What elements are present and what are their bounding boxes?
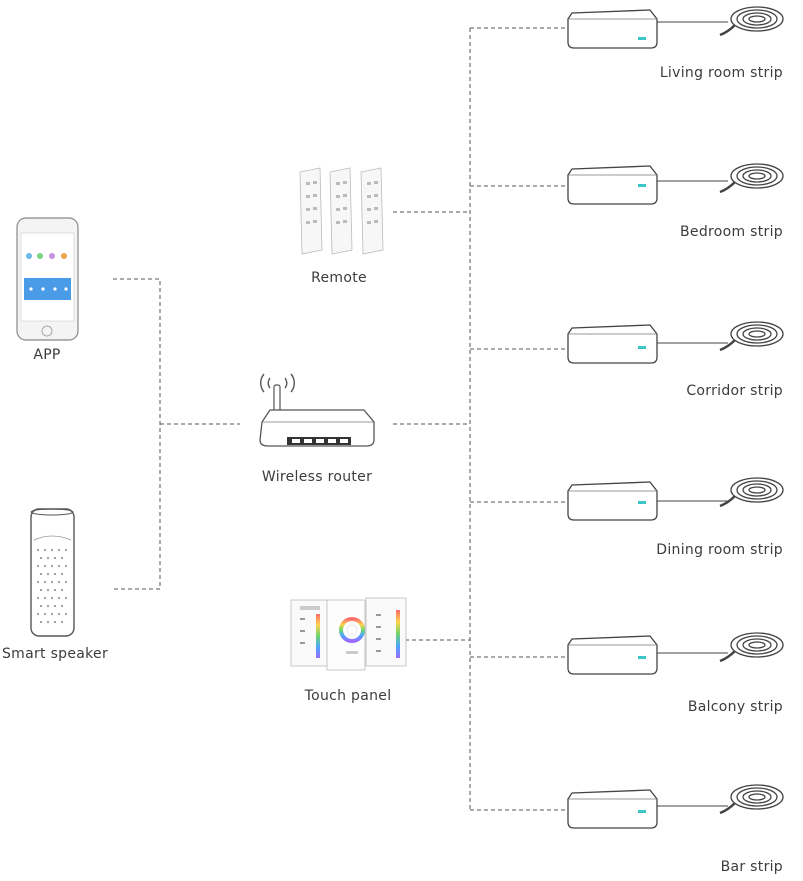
phone-icon bbox=[16, 217, 79, 341]
strip-label-bedroom: Bedroom strip bbox=[680, 224, 783, 240]
touch-panel-icon bbox=[290, 597, 407, 671]
controller-icon bbox=[567, 324, 658, 364]
led-strip-icon bbox=[719, 163, 784, 194]
strip-label-living-room: Living room strip bbox=[659, 65, 783, 81]
led-strip-icon bbox=[719, 321, 784, 352]
connector-lines bbox=[113, 27, 568, 811]
app-connector bbox=[113, 278, 161, 590]
strip-label-corridor: Corridor strip bbox=[686, 383, 783, 399]
smart-speaker-icon bbox=[30, 508, 75, 637]
led-strip-icon bbox=[719, 632, 784, 663]
led-strip-icon bbox=[719, 784, 784, 815]
controller-icon bbox=[567, 481, 658, 521]
router-icon bbox=[259, 373, 375, 447]
strip-label-balcony: Balcony strip bbox=[687, 699, 783, 715]
touch-panel-label: Touch panel bbox=[304, 688, 392, 704]
remote-label: Remote bbox=[311, 270, 367, 286]
led-strip-icon bbox=[719, 477, 784, 508]
controller-icon bbox=[567, 635, 658, 675]
smart-speaker-label: Smart speaker bbox=[1, 646, 109, 662]
controller-icon bbox=[567, 165, 658, 205]
strip-label-dining-room: Dining room strip bbox=[656, 542, 783, 558]
led-strip-icon bbox=[719, 6, 784, 37]
remote-icon bbox=[299, 167, 384, 255]
controller-icon bbox=[567, 789, 658, 829]
wireless-router-label: Wireless router bbox=[261, 469, 373, 485]
strip-label-bar: Bar strip bbox=[720, 859, 783, 875]
app-label: APP bbox=[33, 347, 61, 363]
controller-icon bbox=[567, 9, 658, 49]
